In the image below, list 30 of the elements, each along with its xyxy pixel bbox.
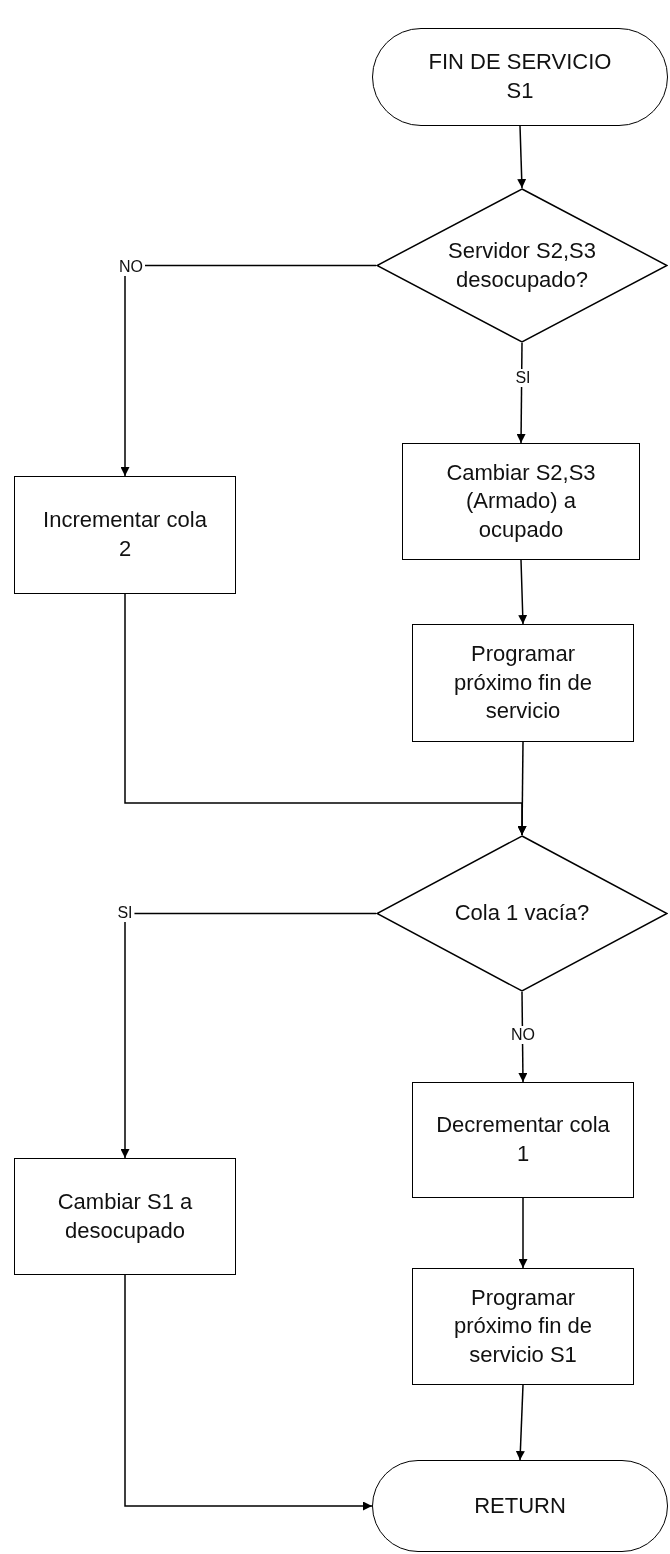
node-label: RETURN	[473, 1491, 567, 1520]
edge-label: NO	[117, 258, 145, 276]
process-box	[402, 443, 640, 560]
arrow	[120, 912, 377, 1159]
arrow	[517, 125, 527, 189]
arrow	[518, 1197, 528, 1269]
node-label: Incrementar cola 2	[42, 506, 208, 563]
node-label: Servidor S2,S3 desocupado?	[447, 236, 597, 294]
process-box	[14, 476, 236, 594]
process-box	[14, 1158, 236, 1275]
node-label: Cola 1 vacía?	[453, 899, 591, 928]
arrow	[518, 559, 528, 625]
node-label: Cambiar S1 a desocupado	[56, 1187, 194, 1245]
edge-label: SI	[115, 904, 135, 922]
process-box	[412, 1082, 634, 1198]
process-box	[412, 1268, 634, 1385]
node-label: FIN DE SERVICIO S1	[427, 48, 613, 105]
arrow	[124, 593, 527, 836]
arrow	[516, 342, 526, 444]
arrow	[515, 1384, 525, 1461]
node-label: Cambiar S2,S3 (Armado) a ocupado	[445, 458, 597, 544]
node-label: Programar próximo fin de servicio S1	[452, 1283, 594, 1369]
arrow	[124, 1274, 373, 1511]
edge-label: NO	[509, 1026, 537, 1044]
node-label: Programar próximo fin de servicio	[452, 640, 594, 726]
process-box	[412, 624, 634, 742]
arrow	[120, 264, 377, 477]
decision-diamond	[376, 835, 668, 992]
node-label: Decrementar cola 1	[435, 1111, 611, 1168]
decision-diamond	[376, 188, 668, 343]
